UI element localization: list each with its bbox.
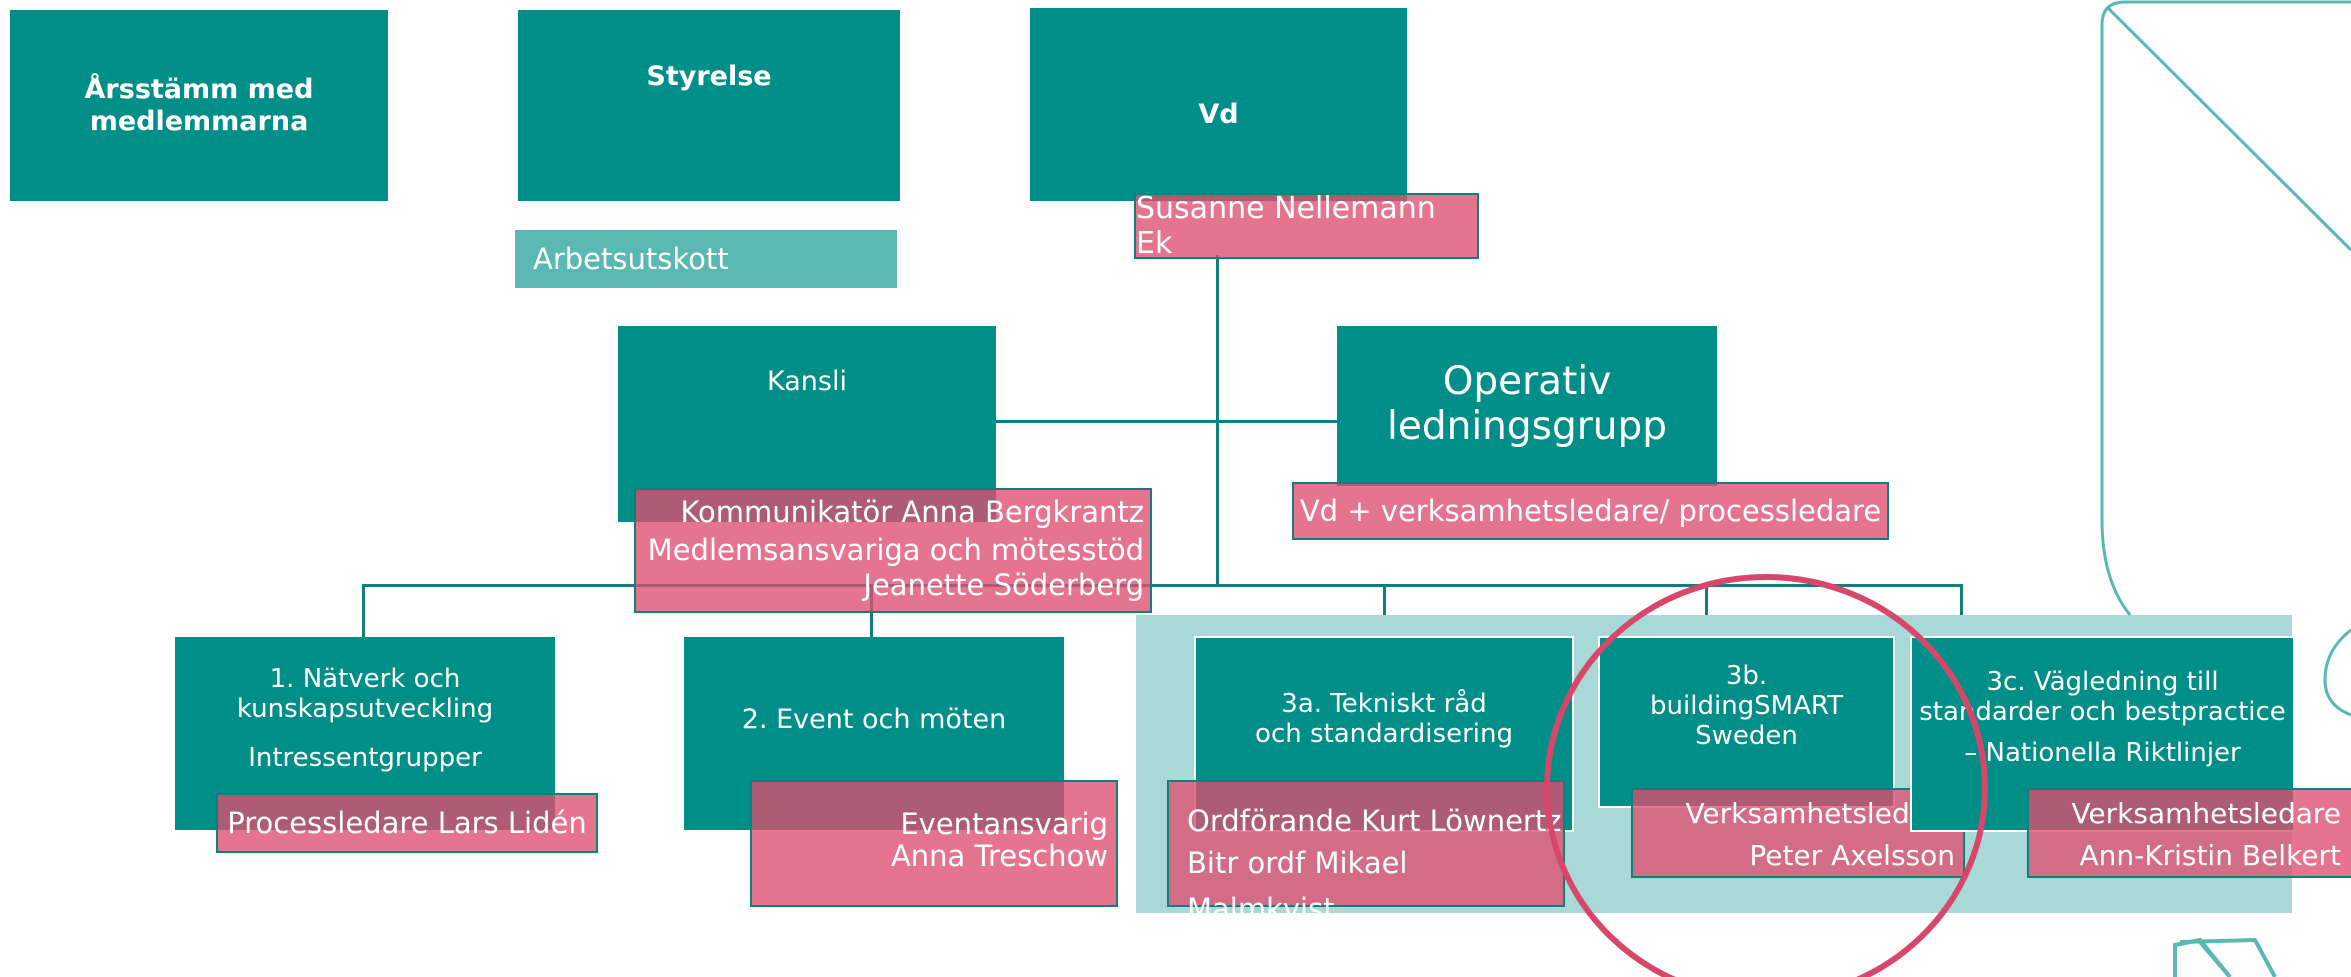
dept3c-person-line-1: Verksamhetsledare (2071, 797, 2341, 830)
dept2-person-box: Eventansvarig Anna Treschow (750, 780, 1118, 907)
dept3b-box: 3b. buildingSMART Sweden (1598, 636, 1895, 808)
dept3a-person-box: Ordförande Kurt Löwnertz Bitr ordf Mikae… (1167, 780, 1565, 926)
vd-label: Vd (1198, 98, 1239, 130)
dept3c-person-box: Verksamhetsledare Ann-Kristin Belkert (2027, 788, 2351, 878)
vd-person-name: Susanne Nellemann Ek (1136, 191, 1436, 261)
kansli-person-line-2: Medlemsansvariga och mötesstöd (647, 533, 1144, 567)
dept3c-title: 3c. Vägledning till standarder och bestp… (1919, 667, 2286, 727)
dept3b-person-line-2: Peter Axelsson (1749, 839, 1955, 872)
vd-person-box: Susanne Nellemann Ek (1134, 191, 1479, 261)
dept3a-label: 3a. Tekniskt råd och standardisering (1255, 689, 1513, 749)
dept1-title: 1. Nätverk och kunskapsutveckling (236, 664, 494, 724)
kansli-person-box: Kommunikatör Anna Bergkrantz Medlemsansv… (634, 488, 1152, 613)
vd-box: Vd (1030, 8, 1407, 201)
kansli-person-line-3: Jeanette Söderberg (863, 568, 1144, 602)
dept2-person-line-1: Eventansvarig (900, 807, 1108, 841)
dept3c-person-line-2: Ann-Kristin Belkert (2079, 839, 2341, 872)
dept2-label: 2. Event och möten (741, 704, 1007, 735)
connector-dept1 (362, 584, 365, 640)
dept3a-person-line-1: Ordförande Kurt Löwnertz (1187, 804, 1562, 838)
dept3a-person-line-2: Bitr ordf Mikael Malmkvist (1187, 846, 1408, 926)
arbetsutskott-box: Arbetsutskott (515, 230, 897, 288)
dept1-subtitle: Intressentgrupper (248, 742, 482, 773)
dept3c-subtitle: – Nationella Riktlinjer (1964, 737, 2241, 768)
connector-horizontal-bus (362, 584, 1962, 587)
dept3b-label: 3b. buildingSMART Sweden (1650, 661, 1843, 751)
kansli-person-line-1: Kommunikatör Anna Bergkrantz (680, 495, 1144, 529)
dept2-person-line-2: Anna Treschow (890, 839, 1108, 873)
operativ-person-name: Vd + verksamhetsledare/ processledare (1299, 494, 1882, 528)
operativ-box: Operativ ledningsgrupp (1337, 326, 1717, 486)
styrelse-label: Styrelse (646, 60, 772, 92)
arbetsutskott-label: Arbetsutskott (533, 242, 729, 276)
operativ-person-box: Vd + verksamhetsledare/ processledare (1292, 482, 1889, 540)
dept1-person-box: Processledare Lars Lidén (216, 793, 598, 853)
arsstamma-box: Årsstämm med medlemmarna (10, 10, 388, 201)
arsstamma-label: Årsstämm med medlemmarna (84, 74, 314, 137)
kansli-label: Kansli (767, 366, 847, 397)
connector-kansli-operativ (995, 420, 1340, 423)
dept3b-person-box: Verksamhetsledare Peter Axelsson (1631, 788, 1965, 878)
connector-dept3b (1705, 584, 1708, 640)
highlight-circle (1544, 574, 1988, 977)
styrelse-box: Styrelse (518, 10, 900, 201)
operativ-label: Operativ ledningsgrupp (1387, 359, 1667, 449)
dept1-person-name: Processledare Lars Lidén (227, 806, 587, 840)
connector-dept3a (1383, 584, 1386, 640)
connector-dept3c (1960, 584, 1963, 640)
decorative-corner-graphic (2100, 0, 2351, 977)
